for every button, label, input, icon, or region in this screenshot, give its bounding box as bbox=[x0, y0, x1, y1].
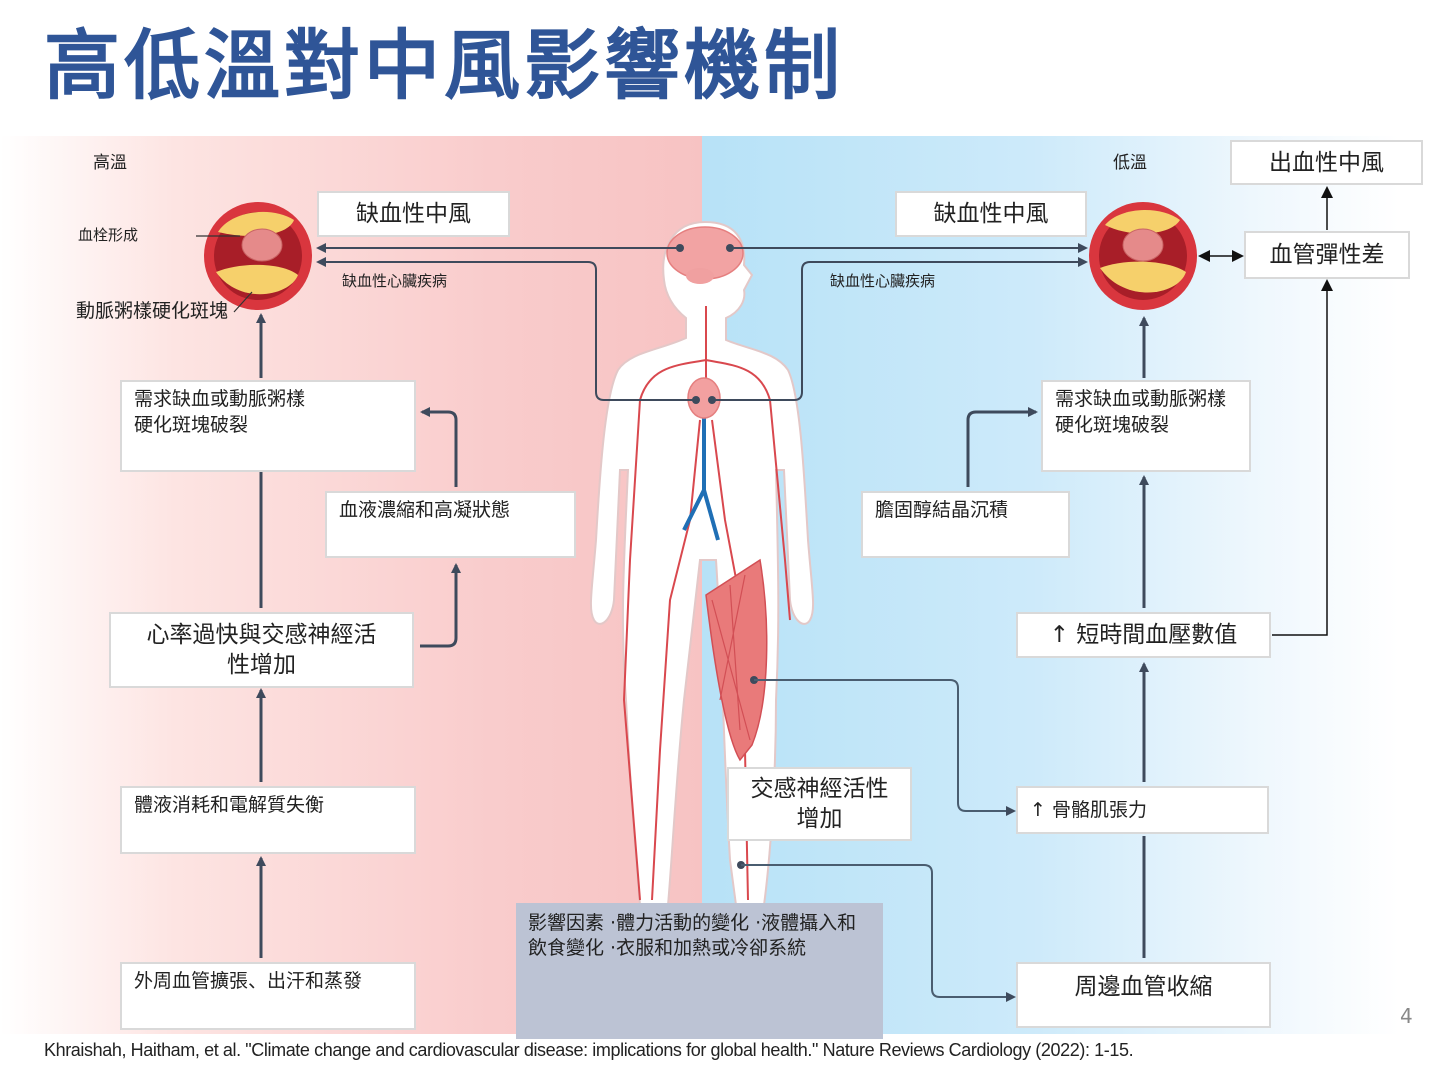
hot-demand-ischemia-box: 需求缺血或動脈粥樣硬化斑塊破裂 bbox=[120, 380, 416, 472]
hot-heading: 高溫 bbox=[93, 153, 127, 173]
human-body-figure bbox=[589, 220, 815, 906]
thigh-muscle-icon bbox=[705, 558, 768, 762]
tachycardia-box: 心率過快與交感神經活性增加 bbox=[109, 612, 414, 688]
hemoconcentration-box: 血液濃縮和高凝狀態 bbox=[325, 491, 576, 558]
hemorrhagic-stroke-box: 出血性中風 bbox=[1230, 140, 1423, 185]
elasticity-arrows bbox=[1198, 186, 1333, 636]
vasoconstriction-box: 周邊血管收縮 bbox=[1016, 962, 1271, 1028]
thrombus-label: 血栓形成 bbox=[78, 226, 139, 244]
connector-lines bbox=[316, 243, 1088, 401]
vasodilation-box: 外周血管擴張、出汗和蒸發 bbox=[120, 962, 416, 1030]
cold-background-panel bbox=[702, 136, 1436, 1034]
cholesterol-box: 膽固醇結晶沉積 bbox=[861, 491, 1070, 558]
muscle-tone-box: ↑ 骨骼肌張力 bbox=[1016, 786, 1269, 834]
cold-heart-disease-label: 缺血性心臟疾病 bbox=[830, 272, 936, 290]
hot-heart-disease-label: 缺血性心臟疾病 bbox=[342, 272, 448, 290]
body-silhouette bbox=[589, 220, 815, 906]
hot-artery-cross-section bbox=[204, 202, 312, 310]
cold-demand-ischemia-box: 需求缺血或動脈粥樣硬化斑塊破裂 bbox=[1041, 380, 1251, 472]
vascular-elasticity-box: 血管彈性差 bbox=[1244, 231, 1410, 279]
cold-ischemic-stroke-box: 缺血性中風 bbox=[895, 191, 1087, 237]
blood-pressure-box: ↑ 短時間血壓數值 bbox=[1016, 612, 1271, 658]
cerebellum bbox=[686, 268, 714, 284]
fluid-loss-box: 體液消耗和電解質失衡 bbox=[120, 786, 416, 854]
heart-icon bbox=[687, 377, 721, 419]
hot-background-panel bbox=[0, 136, 702, 1034]
hot-chain-arrows bbox=[256, 313, 461, 958]
vena-cava bbox=[682, 410, 720, 541]
artery-lines bbox=[622, 306, 791, 901]
page-number: 4 bbox=[1400, 1004, 1413, 1028]
page-title: 高低溫對中風影響機制 bbox=[44, 21, 844, 110]
sympathetic-box: 交感神經活性增加 bbox=[727, 767, 912, 841]
plaque-label: 動脈粥樣硬化斑塊 bbox=[76, 300, 229, 322]
cold-chain-arrows bbox=[966, 316, 1149, 958]
plaque-pointer bbox=[233, 291, 253, 313]
citation: Khraishah, Haitham, et al. "Climate chan… bbox=[44, 1040, 1134, 1060]
cold-heading: 低溫 bbox=[1113, 153, 1147, 173]
hot-ischemic-stroke-box: 缺血性中風 bbox=[317, 191, 510, 237]
influencing-factors-box: 影響因素 ·體力活動的變化 ·液體攝入和飲食變化 ·衣服和加熱或冷卻系統 bbox=[516, 903, 883, 1039]
cold-artery-cross-section bbox=[1089, 202, 1197, 310]
